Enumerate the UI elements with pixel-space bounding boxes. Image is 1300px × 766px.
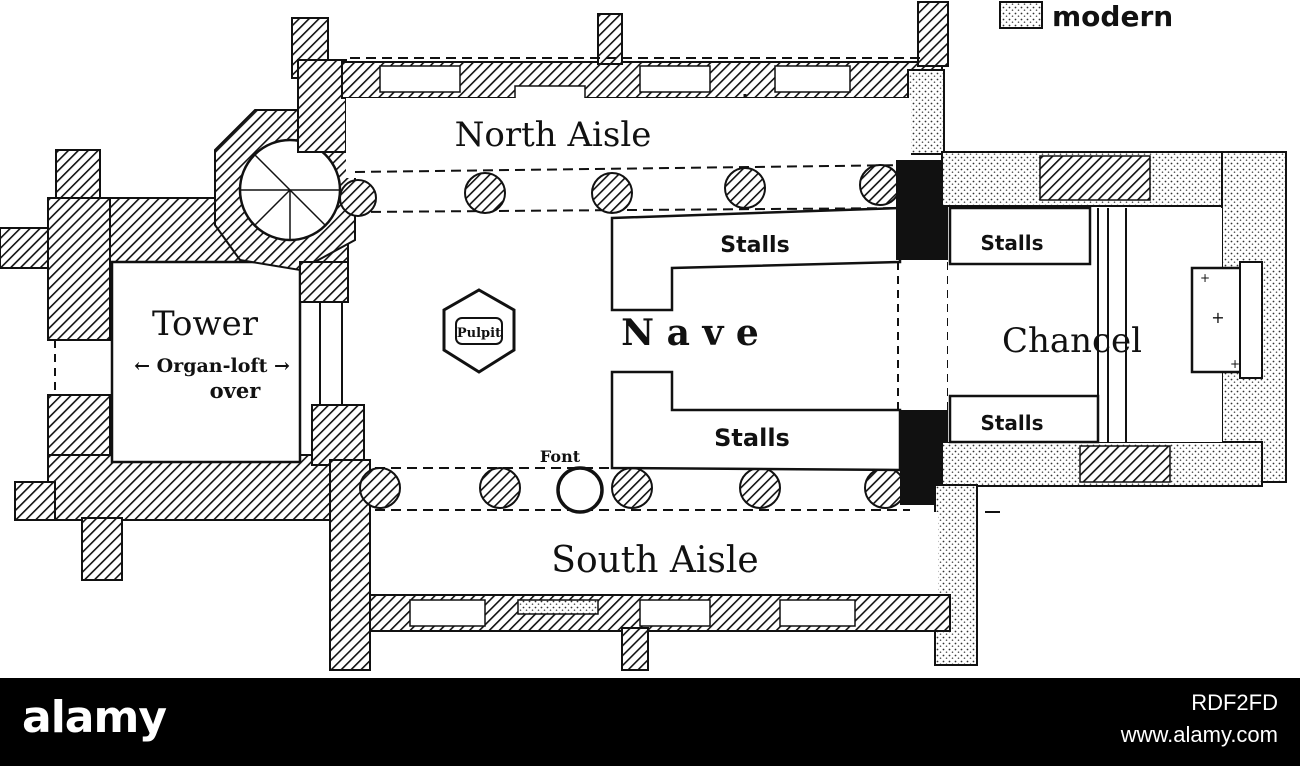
nave-label: N a v e	[621, 312, 759, 354]
image-id-label: RDF2FD	[1191, 690, 1278, 715]
altar: + + +	[1190, 261, 1263, 379]
south-aisle-room	[372, 512, 938, 594]
nave-stalls-south-label: Stalls	[714, 424, 790, 452]
chancel-label: Chancel	[1002, 321, 1142, 361]
svg-text:+: +	[1200, 271, 1210, 285]
font: Font	[540, 447, 604, 514]
arcade-pillars	[339, 164, 906, 509]
nave-stalls-north-label: Stalls	[720, 233, 789, 258]
south-wall	[369, 594, 951, 671]
north-wall	[341, 1, 949, 175]
chancel-arch	[896, 160, 949, 505]
legend-modern-label: modern	[1052, 0, 1173, 33]
svg-text:+: +	[1211, 308, 1224, 327]
brand-logo: alamy	[22, 692, 167, 743]
tower-room	[110, 260, 302, 464]
chancel-stalls-south-label: Stalls	[980, 411, 1043, 435]
svg-text:+: +	[1230, 357, 1240, 371]
floor-plan-drawing: modern	[0, 0, 1287, 671]
church-floor-plan: modern	[0, 0, 1287, 671]
north-aisle-label: North Aisle	[455, 115, 652, 155]
nave-stalls	[610, 206, 902, 472]
organ-loft-label: ← Organ-loft →	[134, 355, 290, 377]
legend: modern	[999, 0, 1173, 33]
pulpit-label: Pulpit	[457, 326, 501, 341]
tower-label: Tower	[152, 304, 259, 344]
pulpit: Pulpit	[442, 288, 516, 374]
chancel-stalls-north-label: Stalls	[980, 231, 1043, 255]
south-aisle-label: South Aisle	[551, 540, 758, 581]
chancel-stalls	[948, 206, 1127, 444]
legend-modern-swatch	[999, 1, 1043, 29]
font-label: Font	[540, 447, 581, 466]
site-url-label: www.alamy.com	[1120, 722, 1278, 747]
north-aisle-room	[346, 98, 911, 178]
organ-loft-over-label: over	[210, 378, 262, 403]
watermark-footer: alamy RDF2FD www.alamy.com	[0, 678, 1300, 766]
